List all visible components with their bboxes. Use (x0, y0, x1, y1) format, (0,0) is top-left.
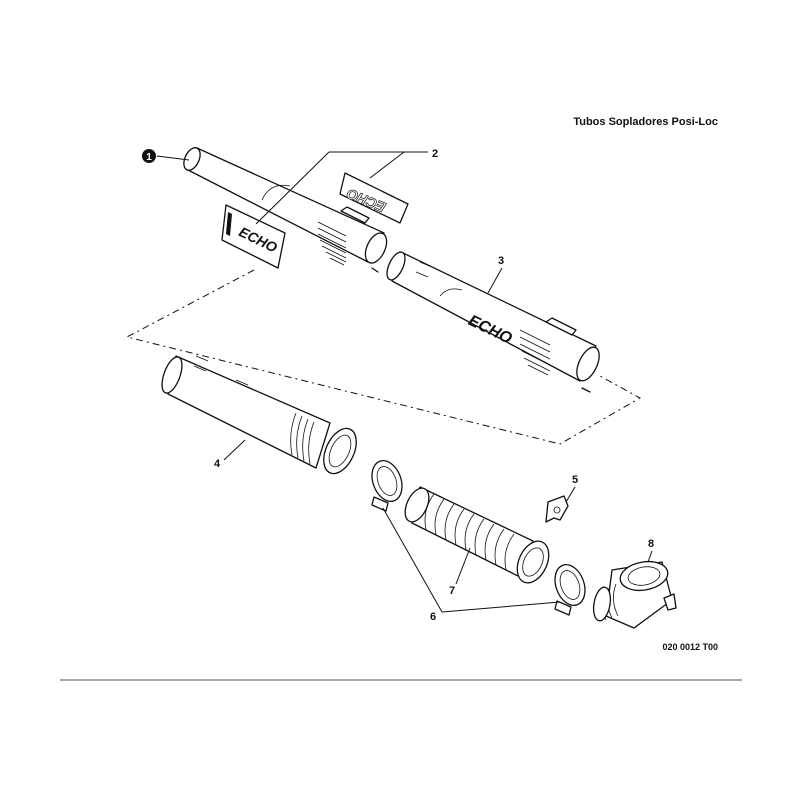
callout-2: 2 (255, 148, 438, 225)
part-3-middle-pipe: ECHO (386, 251, 600, 393)
part-8-elbow (592, 560, 677, 629)
part-6-clamp-upper (371, 460, 403, 512)
part-5-wing-nut (545, 495, 569, 523)
svg-text:4: 4 (214, 458, 221, 470)
callout-1: 1 (142, 149, 190, 163)
svg-text:7: 7 (449, 585, 455, 597)
callout-8: 8 (647, 538, 654, 563)
diagram-title: Tubos Sopladores Posi-Loc (573, 116, 718, 128)
svg-text:5: 5 (572, 474, 578, 486)
callout-5: 5 (565, 474, 578, 503)
svg-text:6: 6 (430, 611, 436, 623)
drawing-code: 020 0012 T00 (662, 642, 718, 652)
svg-text:3: 3 (498, 255, 504, 267)
callout-4: 4 (214, 439, 246, 470)
part-4-lower-pipe (161, 355, 357, 475)
svg-text:2: 2 (432, 148, 438, 160)
svg-text:8: 8 (648, 538, 654, 550)
part-7-flex-pipe (404, 486, 550, 584)
callout-6: 6 (382, 507, 561, 623)
part-1-straight-pipe (183, 147, 388, 273)
assembly-boundary (125, 269, 642, 445)
svg-text:1: 1 (146, 152, 152, 163)
callout-3: 3 (487, 255, 504, 294)
callout-7: 7 (449, 547, 471, 597)
part-6-clamp-lower (554, 564, 586, 616)
